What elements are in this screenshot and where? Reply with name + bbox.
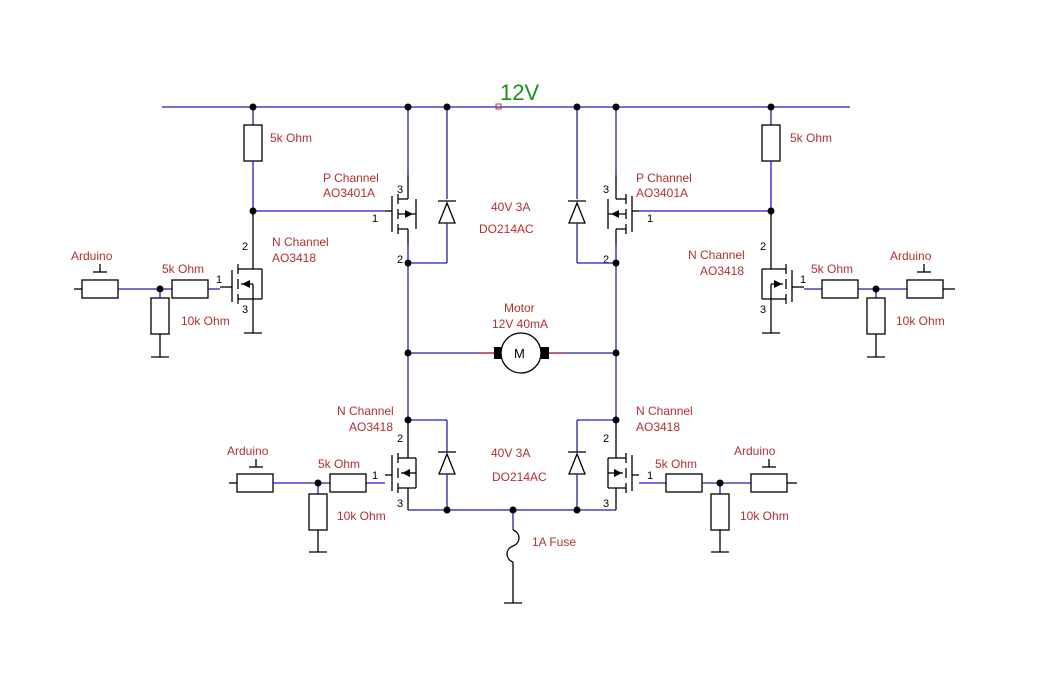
- svg-text:3: 3: [603, 184, 609, 196]
- svg-text:3: 3: [603, 498, 609, 510]
- svg-text:N Channel: N Channel: [636, 404, 693, 418]
- n-mosfet-driver-right: [761, 211, 804, 334]
- svg-text:1A Fuse: 1A Fuse: [532, 535, 576, 549]
- svg-text:N Channel: N Channel: [337, 404, 394, 418]
- svg-text:Motor: Motor: [504, 301, 535, 315]
- n-mosfet-left: [385, 420, 417, 510]
- p-mosfet-left: [385, 175, 417, 245]
- svg-text:10k Ohm: 10k Ohm: [337, 509, 386, 523]
- svg-text:1: 1: [647, 213, 653, 225]
- resistor-gate-right: [821, 279, 859, 299]
- svg-text:DO214AC: DO214AC: [492, 470, 547, 484]
- supply-rail: 12V: [162, 80, 850, 110]
- svg-text:5k Ohm: 5k Ohm: [655, 457, 697, 471]
- svg-text:AO3401A: AO3401A: [323, 186, 375, 200]
- motor: M Motor 12V 40mA: [408, 301, 616, 374]
- svg-text:2: 2: [760, 241, 766, 253]
- svg-text:1: 1: [647, 470, 653, 482]
- svg-text:N Channel: N Channel: [272, 235, 329, 249]
- svg-text:Arduino: Arduino: [890, 249, 932, 263]
- svg-text:AO3401A: AO3401A: [636, 186, 688, 200]
- resistor-arduino-right: [906, 279, 944, 299]
- resistor-pulldown-bottom-right: [710, 493, 730, 531]
- svg-text:40V 3A: 40V 3A: [491, 446, 530, 460]
- svg-text:40V 3A: 40V 3A: [491, 200, 530, 214]
- resistor-arduino-left: [81, 279, 119, 299]
- n-mosfet-right: [607, 420, 639, 510]
- resistor-arduino-bottom-right: [750, 473, 788, 493]
- svg-text:AO3418: AO3418: [349, 420, 393, 434]
- svg-text:5k Ohm: 5k Ohm: [162, 262, 204, 276]
- svg-text:2: 2: [397, 254, 403, 266]
- svg-text:1: 1: [372, 470, 378, 482]
- fuse: 1A Fuse: [504, 510, 576, 604]
- svg-text:AO3418: AO3418: [636, 420, 680, 434]
- svg-text:AO3418: AO3418: [272, 251, 316, 265]
- resistor-pullup-right: [761, 124, 781, 162]
- svg-text:2: 2: [603, 254, 609, 266]
- svg-text:2: 2: [603, 433, 609, 445]
- svg-text:5k Ohm: 5k Ohm: [318, 457, 360, 471]
- svg-text:Arduino: Arduino: [227, 444, 269, 458]
- svg-text:3: 3: [397, 498, 403, 510]
- svg-text:3: 3: [242, 304, 248, 316]
- diode-top-right: [568, 200, 586, 224]
- resistor-pulldown-bottom-left: [308, 493, 328, 531]
- n-mosfet-driver-left: [220, 211, 263, 334]
- svg-text:P Channel: P Channel: [636, 171, 692, 185]
- svg-text:10k Ohm: 10k Ohm: [181, 314, 230, 328]
- resistor-pulldown-right: [866, 297, 886, 335]
- top-right-half: 5k Ohm 1 3 2 P Channel AO3401A: [568, 107, 955, 358]
- diode-bottom-left: [438, 451, 456, 475]
- svg-text:5k Ohm: 5k Ohm: [811, 262, 853, 276]
- svg-text:3: 3: [760, 304, 766, 316]
- svg-text:DO214AC: DO214AC: [479, 222, 534, 236]
- top-left-half: 5k Ohm 1 3 2 P Channel AO3401A: [71, 107, 456, 358]
- svg-text:P Channel: P Channel: [323, 171, 379, 185]
- svg-text:12V 40mA: 12V 40mA: [492, 317, 548, 331]
- svg-text:1: 1: [216, 274, 222, 286]
- svg-text:AO3418: AO3418: [700, 264, 744, 278]
- svg-text:3: 3: [397, 184, 403, 196]
- diode-top-left: [438, 200, 456, 224]
- svg-text:2: 2: [397, 433, 403, 445]
- svg-text:10k Ohm: 10k Ohm: [896, 314, 945, 328]
- svg-text:5k Ohm: 5k Ohm: [790, 131, 832, 145]
- svg-text:Arduino: Arduino: [71, 249, 113, 263]
- resistor-gate-bottom-left: [329, 473, 367, 493]
- svg-text:2: 2: [242, 241, 248, 253]
- svg-text:Arduino: Arduino: [734, 444, 776, 458]
- resistor-pullup-left: [243, 124, 263, 162]
- bottom-left-half: 2 3 1 N Channel AO3418 Arduino 5k Ohm 10…: [227, 353, 616, 553]
- svg-text:N Channel: N Channel: [688, 248, 745, 262]
- resistor-gate-left: [171, 279, 209, 299]
- resistor-label: 5k Ohm: [270, 131, 312, 145]
- resistor-pulldown-left: [150, 297, 170, 335]
- diode-bottom-right: [568, 451, 586, 475]
- bottom-right-half: 2 3 1 N Channel AO3418 Arduino 5k Ohm 10…: [568, 353, 797, 553]
- supply-label: 12V: [500, 80, 539, 105]
- svg-text:1: 1: [372, 213, 378, 225]
- svg-text:1: 1: [800, 274, 806, 286]
- motor-symbol: M: [514, 346, 525, 361]
- junctions: [156, 103, 880, 514]
- resistor-arduino-bottom-left: [236, 473, 274, 493]
- p-mosfet-right: [607, 175, 639, 245]
- svg-text:10k Ohm: 10k Ohm: [740, 509, 789, 523]
- resistor-gate-bottom-right: [665, 473, 703, 493]
